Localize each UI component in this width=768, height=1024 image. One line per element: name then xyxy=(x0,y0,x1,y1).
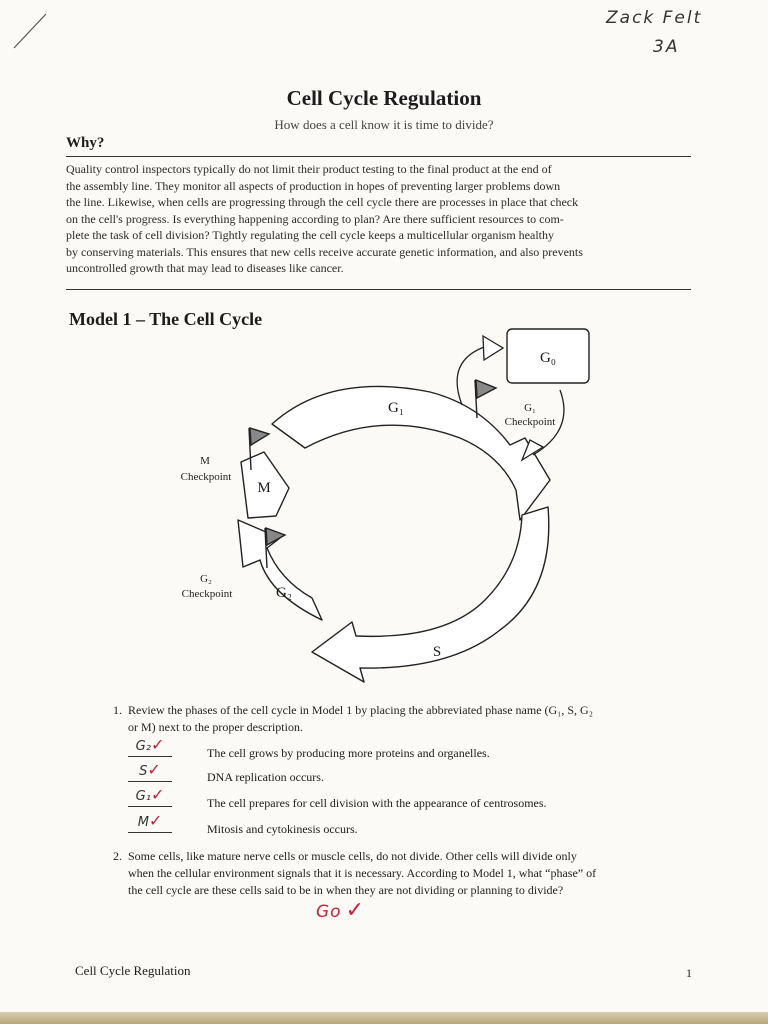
check-mark: ✓ xyxy=(147,762,161,779)
paragraph-line: Quality control inspectors typically do … xyxy=(66,162,552,176)
why-paragraph: Quality control inspectors typically do … xyxy=(66,161,690,277)
m-checkpoint-flag xyxy=(249,427,271,447)
student-period: 3A xyxy=(653,37,680,57)
g2-checkpoint-flag xyxy=(265,526,287,547)
question-1-line: 1. Review the phases of the cell cycle i… xyxy=(113,703,593,717)
answer-blank[interactable]: M✓ xyxy=(128,814,172,833)
divider xyxy=(66,156,691,157)
paragraph-line: by conserving materials. This ensures th… xyxy=(66,244,583,259)
g1-checkpoint-flag xyxy=(475,378,498,400)
paragraph-line: plete the task of cell division? Tightly… xyxy=(66,228,554,242)
question-1-line: or M) next to the proper description. xyxy=(113,720,303,734)
check-mark: ✓ xyxy=(150,737,165,754)
m-label: M xyxy=(257,480,270,496)
g2-label: G₂ xyxy=(276,585,292,601)
m-checkpoint-label-2: Checkpoint xyxy=(181,471,232,483)
answer-text: G₁ xyxy=(135,789,151,804)
g0-label: G₀ xyxy=(540,350,556,366)
s-arrow xyxy=(311,506,550,683)
match-description: Mitosis and cytokinesis occurs. xyxy=(207,822,358,836)
pencil-marks xyxy=(13,13,47,49)
check-mark: ✓ xyxy=(150,787,165,804)
student-name: Zack Felt xyxy=(606,8,703,28)
g2-arrow xyxy=(237,519,323,621)
g1-checkpoint-flag-pole xyxy=(474,379,478,419)
why-heading: Why? xyxy=(66,135,105,151)
check-mark: ✓ xyxy=(148,813,163,830)
page-title: Cell Cycle Regulation xyxy=(286,86,482,110)
answer-blank[interactable]: G₁✓ xyxy=(128,788,172,807)
g1-checkpoint-label-1: G₁ xyxy=(524,402,536,414)
to-g0-arrowhead xyxy=(482,334,505,362)
s-label: S xyxy=(433,644,441,660)
question-2-answer[interactable]: Go ✓ xyxy=(316,897,364,923)
answer-text: M xyxy=(137,815,149,830)
footer-label: Cell Cycle Regulation xyxy=(75,963,191,978)
answer-text: G₂ xyxy=(135,739,151,754)
question-2-line: the cell cycle are these cells said to b… xyxy=(113,883,564,897)
g2-checkpoint-flag-pole xyxy=(264,527,268,569)
paragraph-line: uncontrolled growth that may lead to dis… xyxy=(66,261,344,275)
m-checkpoint-flag-pole xyxy=(248,427,252,471)
answer-blank[interactable]: S✓ xyxy=(128,763,172,782)
g1-checkpoint-label-2: Checkpoint xyxy=(505,416,556,428)
g1-arrow xyxy=(271,385,551,521)
m-checkpoint-label-1: M xyxy=(200,455,210,467)
paragraph-line: the line. Likewise, when cells are progr… xyxy=(66,195,579,209)
to-g0-arrow xyxy=(456,345,488,406)
match-description: The cell grows by producing more protein… xyxy=(207,746,490,760)
question-2-line: 2. Some cells, like mature nerve cells o… xyxy=(113,849,577,863)
from-g0-arrowhead xyxy=(520,439,545,462)
page-subtitle: How does a cell know it is time to divid… xyxy=(274,117,494,132)
m-arrow xyxy=(240,451,290,519)
g0-box xyxy=(506,328,590,384)
paragraph-line: on the cell's progress. Is everything ha… xyxy=(66,211,564,226)
g1-label: G₁ xyxy=(388,400,404,416)
g2-checkpoint-label-2: Checkpoint xyxy=(182,588,233,600)
question-2-line: when the cellular environment signals th… xyxy=(113,866,597,880)
question-1: 1. Review the phases of the cell cycle i… xyxy=(113,702,703,736)
answer-text: S xyxy=(139,764,148,779)
match-description: DNA replication occurs. xyxy=(207,770,324,784)
divider xyxy=(66,289,691,290)
paragraph-line: the assembly line. They monitor all aspe… xyxy=(66,178,561,193)
answer-text: Go xyxy=(316,902,342,922)
model-heading: Model 1 – The Cell Cycle xyxy=(69,309,263,329)
g2-checkpoint-label-1: G₂ xyxy=(200,573,212,585)
cell-cycle-diagram: G₀ G₁ S G₂ M G₁ Checkpoint M Checkpoint … xyxy=(181,328,590,683)
match-description: The cell prepares for cell division with… xyxy=(207,796,547,810)
check-mark: ✓ xyxy=(345,897,365,922)
question-2: 2. Some cells, like mature nerve cells o… xyxy=(113,848,703,899)
page-number: 1 xyxy=(686,966,692,980)
answer-blank[interactable]: G₂✓ xyxy=(128,738,172,757)
from-g0-arrow xyxy=(532,389,565,456)
